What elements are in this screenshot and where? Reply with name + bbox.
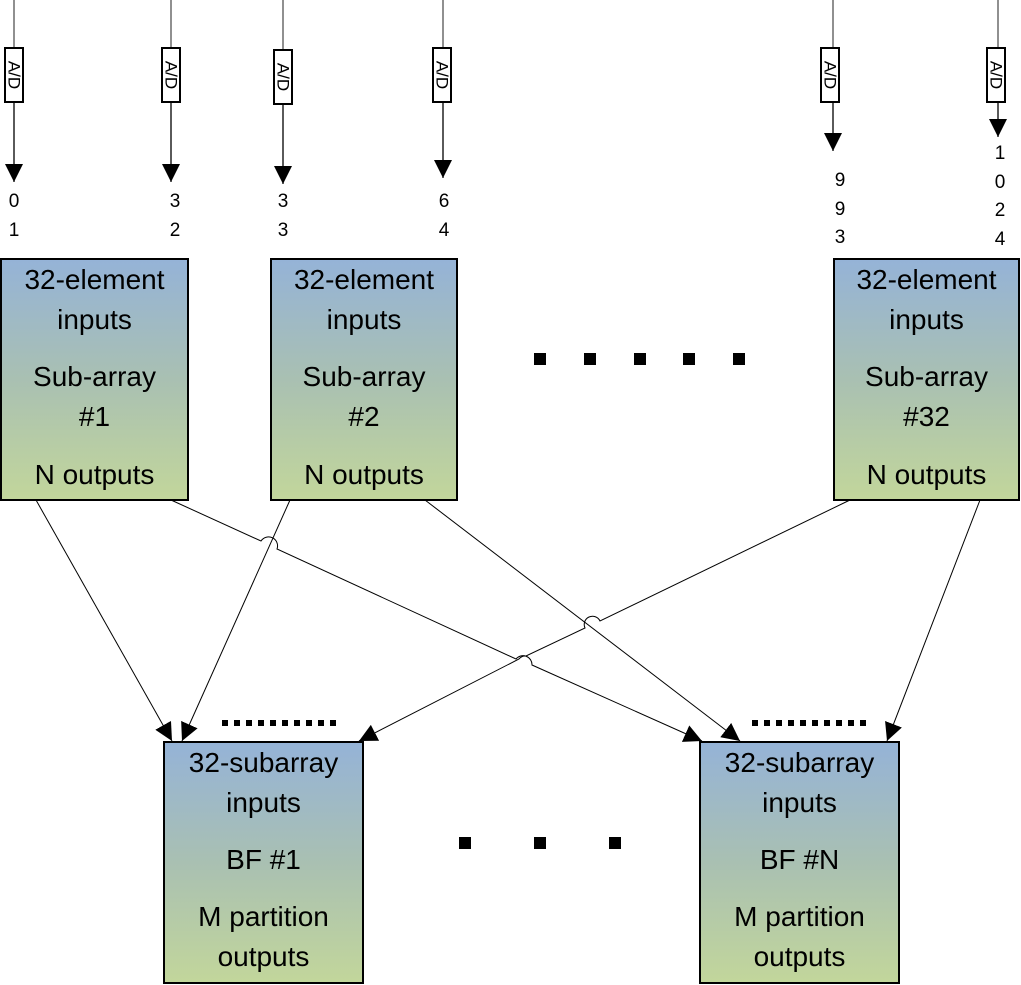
ellipsis-dot bbox=[683, 353, 695, 365]
adc-block-6: A/D bbox=[986, 47, 1006, 103]
bf-outputs-label-2: outputs bbox=[753, 941, 846, 972]
subarray-inputs-label: 32-element bbox=[24, 264, 165, 295]
ellipsis-dot bbox=[800, 720, 806, 726]
bf-outputs-label-2: outputs bbox=[217, 941, 310, 972]
adc-label: A/D bbox=[273, 62, 293, 92]
subarray-number: #2 bbox=[348, 401, 380, 432]
subarray-inputs-label-2: inputs bbox=[889, 304, 964, 335]
link-sa2-bfN bbox=[424, 499, 741, 742]
adc-block-5: A/D bbox=[820, 47, 840, 103]
ellipsis-dot bbox=[788, 720, 794, 726]
ellipsis-dot bbox=[294, 720, 300, 726]
ellipsis-dot bbox=[860, 720, 866, 726]
ellipsis-dot bbox=[306, 720, 312, 726]
ellipsis-dot bbox=[258, 720, 264, 726]
ellipsis-dot bbox=[222, 720, 228, 726]
ellipsis-dot bbox=[459, 837, 471, 849]
ellipsis-dot bbox=[733, 353, 745, 365]
ellipsis-dot bbox=[824, 720, 830, 726]
subarray-number: #1 bbox=[78, 401, 111, 432]
ellipsis-dot bbox=[812, 720, 818, 726]
adc-label: A/D bbox=[161, 60, 181, 90]
adc-label: A/D bbox=[820, 60, 840, 90]
ellipsis-dot bbox=[584, 353, 596, 365]
subarray-outputs-label: N outputs bbox=[304, 459, 424, 490]
adc-label: A/D bbox=[432, 60, 452, 90]
link-sa1-bf1 bbox=[35, 499, 173, 742]
link-sa2-bf1 bbox=[181, 499, 291, 742]
beamformer-box-N: 32-subarray inputs BF #N M partition out… bbox=[699, 741, 900, 984]
ellipsis-dot bbox=[752, 720, 758, 726]
ellipsis-dot bbox=[318, 720, 324, 726]
ellipsis-dot bbox=[776, 720, 782, 726]
subarray-inputs-label: 32-element bbox=[856, 264, 997, 295]
subarray-inputs-label-2: inputs bbox=[326, 304, 402, 335]
subarray-title: Sub-array bbox=[865, 361, 988, 392]
link-sa32-bf1 bbox=[358, 499, 851, 742]
adc-block-3: A/D bbox=[273, 49, 293, 105]
ellipsis-dot bbox=[848, 720, 854, 726]
cross-connections bbox=[35, 499, 981, 742]
adc-block-2: A/D bbox=[161, 47, 181, 103]
bf-inputs-label: 32-subarray bbox=[724, 747, 875, 778]
adc-block-1: A/D bbox=[4, 47, 24, 103]
subarray-title: Sub-array bbox=[33, 361, 156, 392]
subarray-outputs-label: N outputs bbox=[34, 459, 155, 490]
ellipsis-dot bbox=[282, 720, 288, 726]
ellipsis-dot bbox=[836, 720, 842, 726]
subarray-box-32: 32-element inputs Sub-array #32 N output… bbox=[833, 258, 1020, 501]
bf-title: BF #N bbox=[759, 844, 840, 875]
ellipsis-dot bbox=[270, 720, 276, 726]
ellipsis-dot bbox=[234, 720, 240, 726]
adc-block-4: A/D bbox=[432, 47, 452, 103]
ellipsis-dot bbox=[246, 720, 252, 726]
beamformer-box-1: 32-subarray inputs BF #1 M partition out… bbox=[163, 741, 364, 984]
subarray-number: #32 bbox=[903, 401, 950, 432]
ellipsis-dot bbox=[764, 720, 770, 726]
bf-inputs-label-2: inputs bbox=[762, 787, 837, 818]
subarray-title: Sub-array bbox=[302, 361, 426, 392]
ellipsis-dot bbox=[534, 837, 546, 849]
adc-label: A/D bbox=[4, 60, 24, 90]
ellipsis-dot bbox=[330, 720, 336, 726]
bf-inputs-label-2: inputs bbox=[226, 787, 301, 818]
subarray-inputs-label: 32-element bbox=[293, 264, 435, 295]
link-sa32-bfN bbox=[885, 499, 981, 742]
bf-title: BF #1 bbox=[226, 844, 301, 875]
input-lines bbox=[5, 0, 1007, 184]
bf-outputs-label: M partition bbox=[198, 901, 329, 932]
subarray-box-2: 32-element inputs Sub-array #2 N outputs bbox=[270, 258, 458, 501]
subarray-box-1: 32-element inputs Sub-array #1 N outputs bbox=[0, 258, 189, 501]
subarray-inputs-label-2: inputs bbox=[57, 304, 132, 335]
subarray-outputs-label: N outputs bbox=[866, 459, 987, 490]
bf-outputs-label: M partition bbox=[734, 901, 865, 932]
link-sa1-bfN bbox=[170, 499, 703, 742]
adc-label: A/D bbox=[986, 60, 1006, 90]
ellipsis-dot bbox=[609, 837, 621, 849]
bf-inputs-label: 32-subarray bbox=[188, 747, 339, 778]
ellipsis-dot bbox=[534, 353, 546, 365]
ellipsis-dot bbox=[634, 353, 646, 365]
